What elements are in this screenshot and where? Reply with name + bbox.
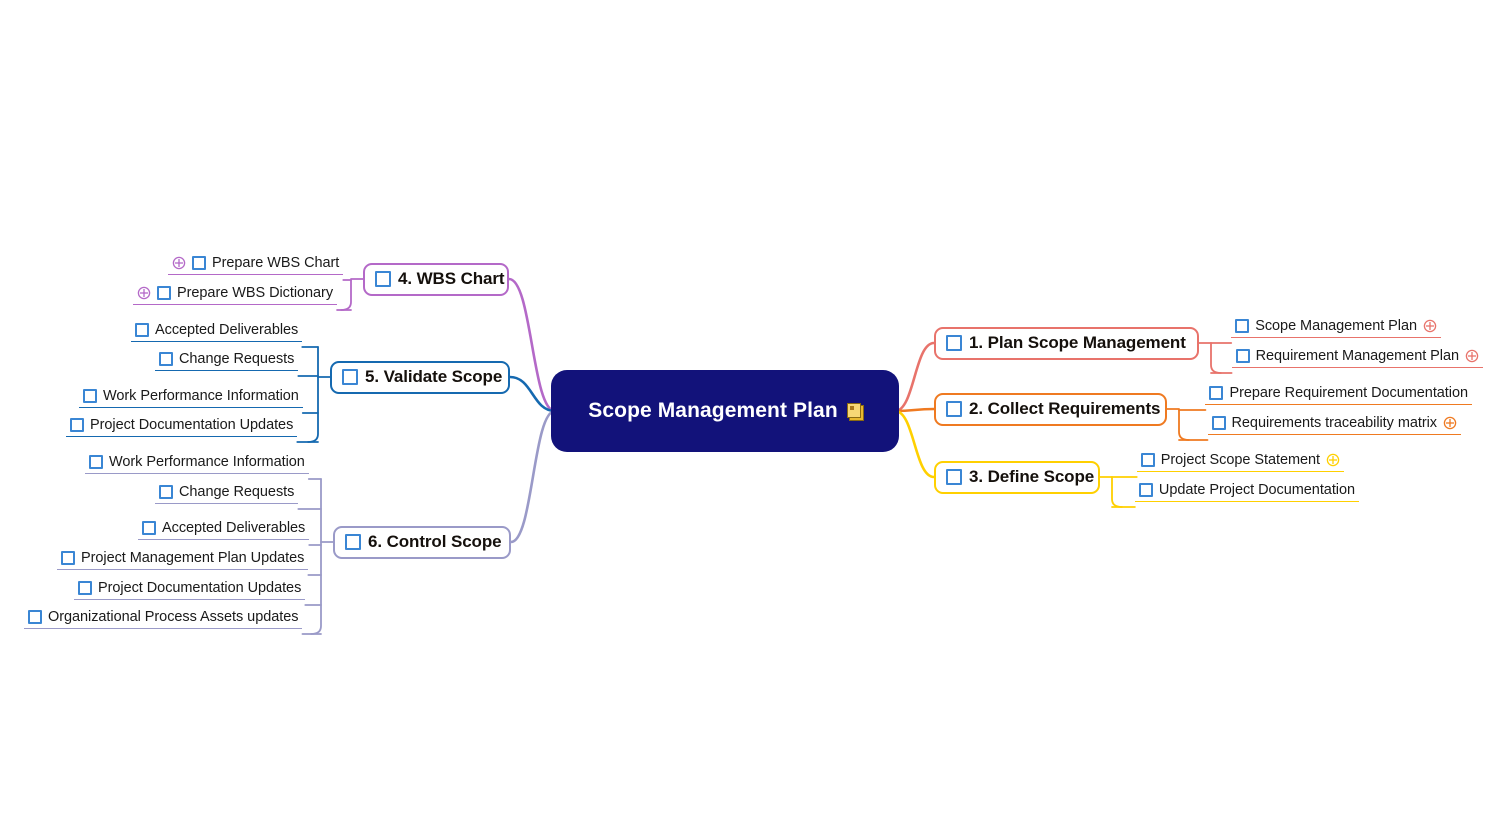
branch-node-label: 4. WBS Chart <box>398 269 505 288</box>
leaf-node-label: Requirements traceability matrix <box>1231 415 1438 431</box>
checkbox[interactable] <box>159 485 173 499</box>
leaf-node-label: Prepare WBS Chart <box>212 255 340 271</box>
checkbox[interactable] <box>1211 416 1226 430</box>
leaf-node-label: Project Management Plan Updates <box>81 550 305 566</box>
leaf-node-control-scope-3[interactable]: Project Management Plan Updates <box>57 549 309 570</box>
leaf-node-define-scope-0[interactable]: Project Scope Statement <box>1136 451 1344 472</box>
connector <box>893 407 936 413</box>
leaf-node-label: Project Scope Statement <box>1160 452 1320 468</box>
checkbox[interactable] <box>946 469 962 485</box>
leaf-node-label: Scope Management Plan <box>1255 318 1417 334</box>
branch-node-label: 2. Collect Requirements <box>969 399 1161 418</box>
leaf-node-validate-scope-0[interactable]: Accepted Deliverables <box>131 321 303 342</box>
checkbox[interactable] <box>192 256 206 270</box>
checkbox[interactable] <box>946 401 962 417</box>
leaf-node-label: Requirement Management Plan <box>1255 348 1459 364</box>
connector <box>509 409 557 544</box>
leaf-node-label: Accepted Deliverables <box>155 322 299 338</box>
checkbox[interactable] <box>28 610 42 624</box>
leaf-node-label: Project Documentation Updates <box>98 580 302 596</box>
leaf-node-validate-scope-2[interactable]: Work Performance Information <box>79 387 303 408</box>
checkbox[interactable] <box>78 581 92 595</box>
checkbox[interactable] <box>159 352 173 366</box>
leaf-node-collect-requirements-0[interactable]: Prepare Requirement Documentation <box>1205 384 1472 405</box>
checkbox[interactable] <box>89 455 103 469</box>
expand-icon[interactable] <box>1465 349 1479 363</box>
checkbox[interactable] <box>342 369 358 385</box>
expand-icon[interactable] <box>1443 416 1457 430</box>
leaf-node-plan-scope-management-0[interactable]: Scope Management Plan <box>1231 317 1441 338</box>
connector <box>1111 476 1123 508</box>
leaf-node-control-scope-2[interactable]: Accepted Deliverables <box>138 519 310 540</box>
leaf-node-define-scope-1[interactable]: Update Project Documentation <box>1134 481 1359 502</box>
checkbox[interactable] <box>135 323 149 337</box>
leaf-node-label: Prepare WBS Dictionary <box>177 285 334 301</box>
leaf-node-collect-requirements-1[interactable]: Requirements traceability matrix <box>1207 414 1461 435</box>
checkbox[interactable] <box>157 286 171 300</box>
checkbox[interactable] <box>1235 319 1250 333</box>
checkbox[interactable] <box>142 521 156 535</box>
branch-node-label: 1. Plan Scope Management <box>969 333 1186 352</box>
expand-icon[interactable] <box>1423 319 1437 333</box>
connector <box>1178 409 1190 441</box>
connector <box>340 279 352 311</box>
branch-node-collect-requirements[interactable]: 2. Collect Requirements <box>934 393 1167 426</box>
branch-node-plan-scope-management[interactable]: 1. Plan Scope Management <box>934 327 1199 360</box>
central-node-label: Scope Management Plan <box>588 399 838 422</box>
leaf-node-label: Change Requests <box>179 351 295 367</box>
leaf-node-wbs-chart-1[interactable]: Prepare WBS Dictionary <box>133 284 338 305</box>
branch-node-wbs-chart[interactable]: 4. WBS Chart <box>363 263 509 296</box>
leaf-node-label: Work Performance Information <box>109 454 305 470</box>
leaf-node-control-scope-0[interactable]: Work Performance Information <box>85 453 309 474</box>
leaf-node-label: Prepare Requirement Documentation <box>1229 385 1468 401</box>
connector <box>307 346 319 443</box>
leaf-node-control-scope-1[interactable]: Change Requests <box>155 483 299 504</box>
connector <box>507 277 557 413</box>
branch-node-define-scope[interactable]: 3. Define Scope <box>934 461 1100 494</box>
note-icon <box>846 403 864 421</box>
connector <box>1210 342 1222 374</box>
connector <box>310 478 322 635</box>
leaf-node-validate-scope-3[interactable]: Project Documentation Updates <box>66 416 298 437</box>
leaf-node-control-scope-4[interactable]: Project Documentation Updates <box>74 579 306 600</box>
leaf-node-validate-scope-1[interactable]: Change Requests <box>155 350 299 371</box>
checkbox[interactable] <box>375 271 391 287</box>
leaf-node-label: Work Performance Information <box>103 388 299 404</box>
leaf-node-label: Change Requests <box>179 484 295 500</box>
connector <box>893 341 936 413</box>
central-node[interactable]: Scope Management Plan <box>551 370 899 452</box>
leaf-node-label: Update Project Documentation <box>1158 482 1355 498</box>
leaf-node-label: Project Documentation Updates <box>90 417 294 433</box>
leaf-node-label: Accepted Deliverables <box>162 520 306 536</box>
branch-node-validate-scope[interactable]: 5. Validate Scope <box>330 361 510 394</box>
checkbox[interactable] <box>946 335 962 351</box>
checkbox[interactable] <box>1235 349 1250 363</box>
leaf-node-label: Organizational Process Assets updates <box>48 609 299 625</box>
connector <box>508 375 557 413</box>
checkbox[interactable] <box>1138 483 1153 497</box>
checkbox[interactable] <box>61 551 75 565</box>
branch-node-label: 5. Validate Scope <box>365 367 503 386</box>
branch-node-label: 6. Control Scope <box>368 532 502 551</box>
checkbox[interactable] <box>345 534 361 550</box>
expand-icon[interactable] <box>1326 453 1340 467</box>
connector <box>893 409 936 479</box>
checkbox[interactable] <box>83 389 97 403</box>
checkbox[interactable] <box>70 418 84 432</box>
checkbox[interactable] <box>1209 386 1224 400</box>
checkbox[interactable] <box>1140 453 1155 467</box>
expand-icon[interactable] <box>172 256 186 270</box>
leaf-node-wbs-chart-0[interactable]: Prepare WBS Chart <box>168 254 344 275</box>
leaf-node-control-scope-5[interactable]: Organizational Process Assets updates <box>24 608 303 629</box>
expand-icon[interactable] <box>137 286 151 300</box>
branch-node-label: 3. Define Scope <box>969 467 1095 486</box>
branch-node-control-scope[interactable]: 6. Control Scope <box>333 526 511 559</box>
leaf-node-plan-scope-management-1[interactable]: Requirement Management Plan <box>1231 347 1483 368</box>
